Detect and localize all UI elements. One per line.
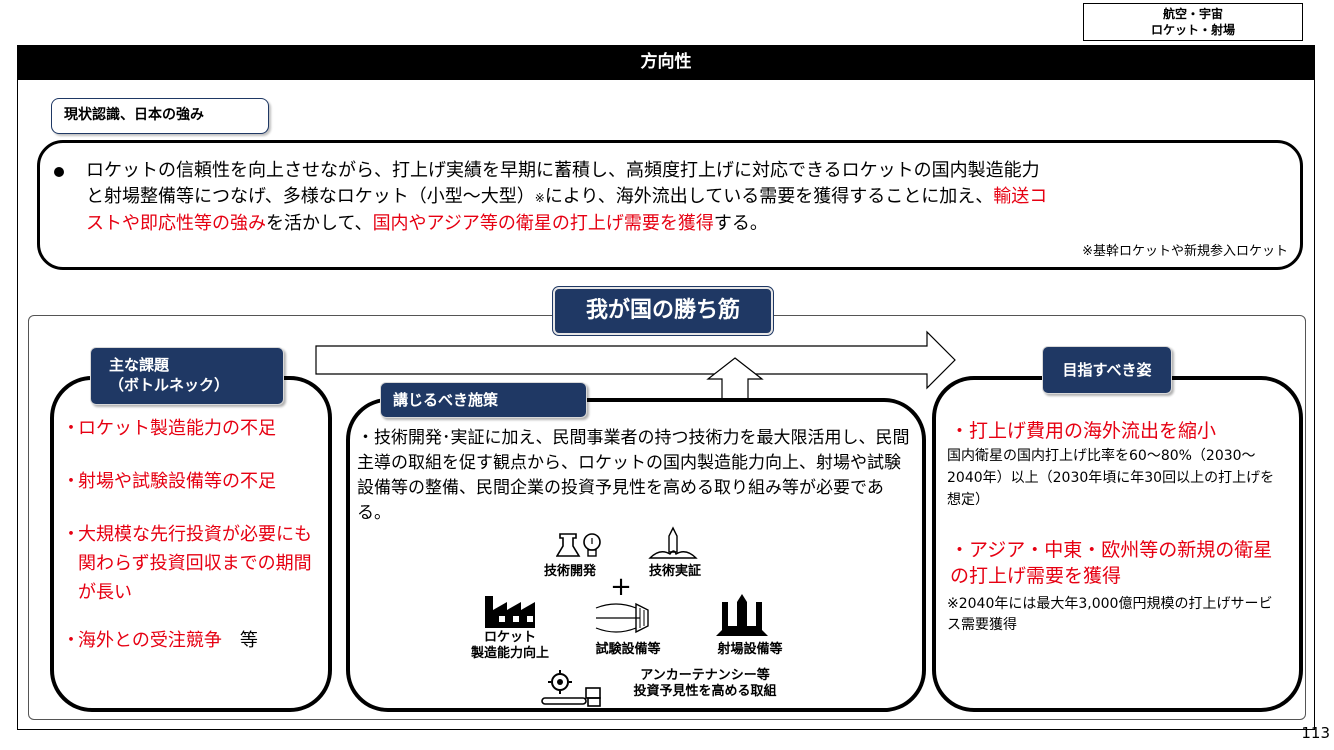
measures-tag: 講じるべき施策 [380,382,587,418]
issue-bullet: ・ [62,630,80,651]
category-line-1: 航空・宇宙 [1162,7,1223,21]
issues-panel [50,376,332,712]
status-line-2-b: により、海外流出している需要を獲得することに加え、 [544,186,994,207]
tech-dev-icon [556,533,601,557]
category-box: 航空・宇宙 ロケット・射場 [1083,3,1303,41]
tech-dev-label: 技術開発 [543,564,596,579]
header-bar: 方向性 [17,45,1315,80]
test-facility-label: 試験設備等 [595,642,661,657]
status-box [37,140,1303,270]
launch-site-label: 射場設備等 [717,642,783,657]
category-line-2: ロケット・射場 [1150,23,1235,37]
page-number: 113 [1301,724,1330,742]
status-line-3-b: を活かして、 [266,213,373,234]
issue-item: ・射場や試験設備等の不足 [62,467,327,496]
outer-frame [17,80,1315,730]
issue-suffix: 等 [221,630,258,651]
goal-1-heading: ・打上げ費用の海外流出を縮小 [950,420,1217,442]
manufacturing-label-line-1: ロケット [483,630,536,645]
status-line-1: ロケットの信頼性を向上させながら、打上げ実績を早期に蓄積し、高頻度打上げに対応で… [86,160,1040,181]
issues-tag: 主な課題 （ボトルネック） [90,347,284,405]
goals-tag: 目指すべき姿 [1042,346,1172,394]
anchor-label: アンカーテナンシー等 投資予見性を高める取組 [600,668,810,700]
issue-bullet: ・ [62,524,80,545]
status-line-3: ストや即応性等の強みを活かして、国内やアジア等の衛星の打上げ需要を獲得する。 [86,211,1286,237]
status-line-3-c: する。 [713,213,768,234]
investment-gear-icon [541,670,601,707]
status-bullet-icon [54,167,64,177]
issue-item: ・大規模な先行投資が必要にも関わらず投資回収までの期間が長い [62,520,327,607]
issues-tag-line-1: 主な課題 [109,356,170,374]
status-note-mark: ※ [534,191,545,205]
issue-text: 海外との受注競争 [78,630,222,651]
status-line-3-red-2: 国内やアジア等の衛星の打上げ需要を獲得 [372,213,714,234]
strategy-title: 我が国の勝ち筋 [553,287,773,335]
status-line-2: と射場整備等につなげ、多様なロケット（小型〜大型）※により、海外流出している需要… [86,184,1286,211]
measures-text: ・技術開発･実証に加え、民間事業者の持つ技術力を最大限活用し、民間主導の取組を促… [357,428,910,523]
goal-1-body: 国内衛星の国内打上げ比率を60〜80%（2030〜2040年）以上（2030年頃… [947,448,1275,508]
anchor-label-line-2: 投資予見性を高める取組 [633,684,777,699]
plus-sign: + [610,572,632,602]
issues-tag-line-2: （ボトルネック） [109,376,230,394]
measures-panel [346,398,926,712]
test-facility-icon [595,602,649,634]
issue-bullet: ・ [62,418,80,439]
status-line-2-a: と射場整備等につなげ、多様なロケット（小型〜大型） [86,186,535,207]
status-line-2-red: 輸送コ [993,186,1048,207]
status-tag: 現状認識、日本の強み [51,98,269,134]
goal-2-body: ※2040年には最大年3,000億円規模の打上げサービス需要獲得 [947,596,1273,633]
tech-demo-label: 技術実証 [648,564,701,579]
issue-bullet: ・ [62,471,80,492]
issue-text: ロケット製造能力の不足 [78,418,276,439]
factory-icon [485,596,535,628]
issue-item: ・ロケット製造能力の不足 [62,414,327,443]
manufacturing-label-line-2: 製造能力向上 [470,646,549,661]
issue-text: 大規模な先行投資が必要にも関わらず投資回収までの期間が長い [78,524,312,603]
launch-site-icon [716,594,768,636]
anchor-label-line-1: アンカーテナンシー等 [640,668,770,683]
status-text: ロケットの信頼性を向上させながら、打上げ実績を早期に蓄積し、高頻度打上げに対応で… [86,158,1286,237]
tech-demo-icon [648,526,698,559]
header-title: 方向性 [640,52,692,72]
manufacturing-label: ロケット 製造能力向上 [440,630,580,662]
up-arrow-icon [706,357,764,401]
status-line-3-red-1: ストや即応性等の強み [86,213,266,234]
issue-text: 射場や試験設備等の不足 [78,471,276,492]
goals-panel [932,376,1303,712]
flow-arrow-icon [315,330,956,390]
issue-item: ・海外との受注競争 等 [62,626,327,655]
status-footnote: ※基幹ロケットや新規参入ロケット [1082,244,1288,259]
goal-2-heading: ・アジア・中東・欧州等の新規の衛星の打上げ需要を獲得 [950,539,1273,587]
